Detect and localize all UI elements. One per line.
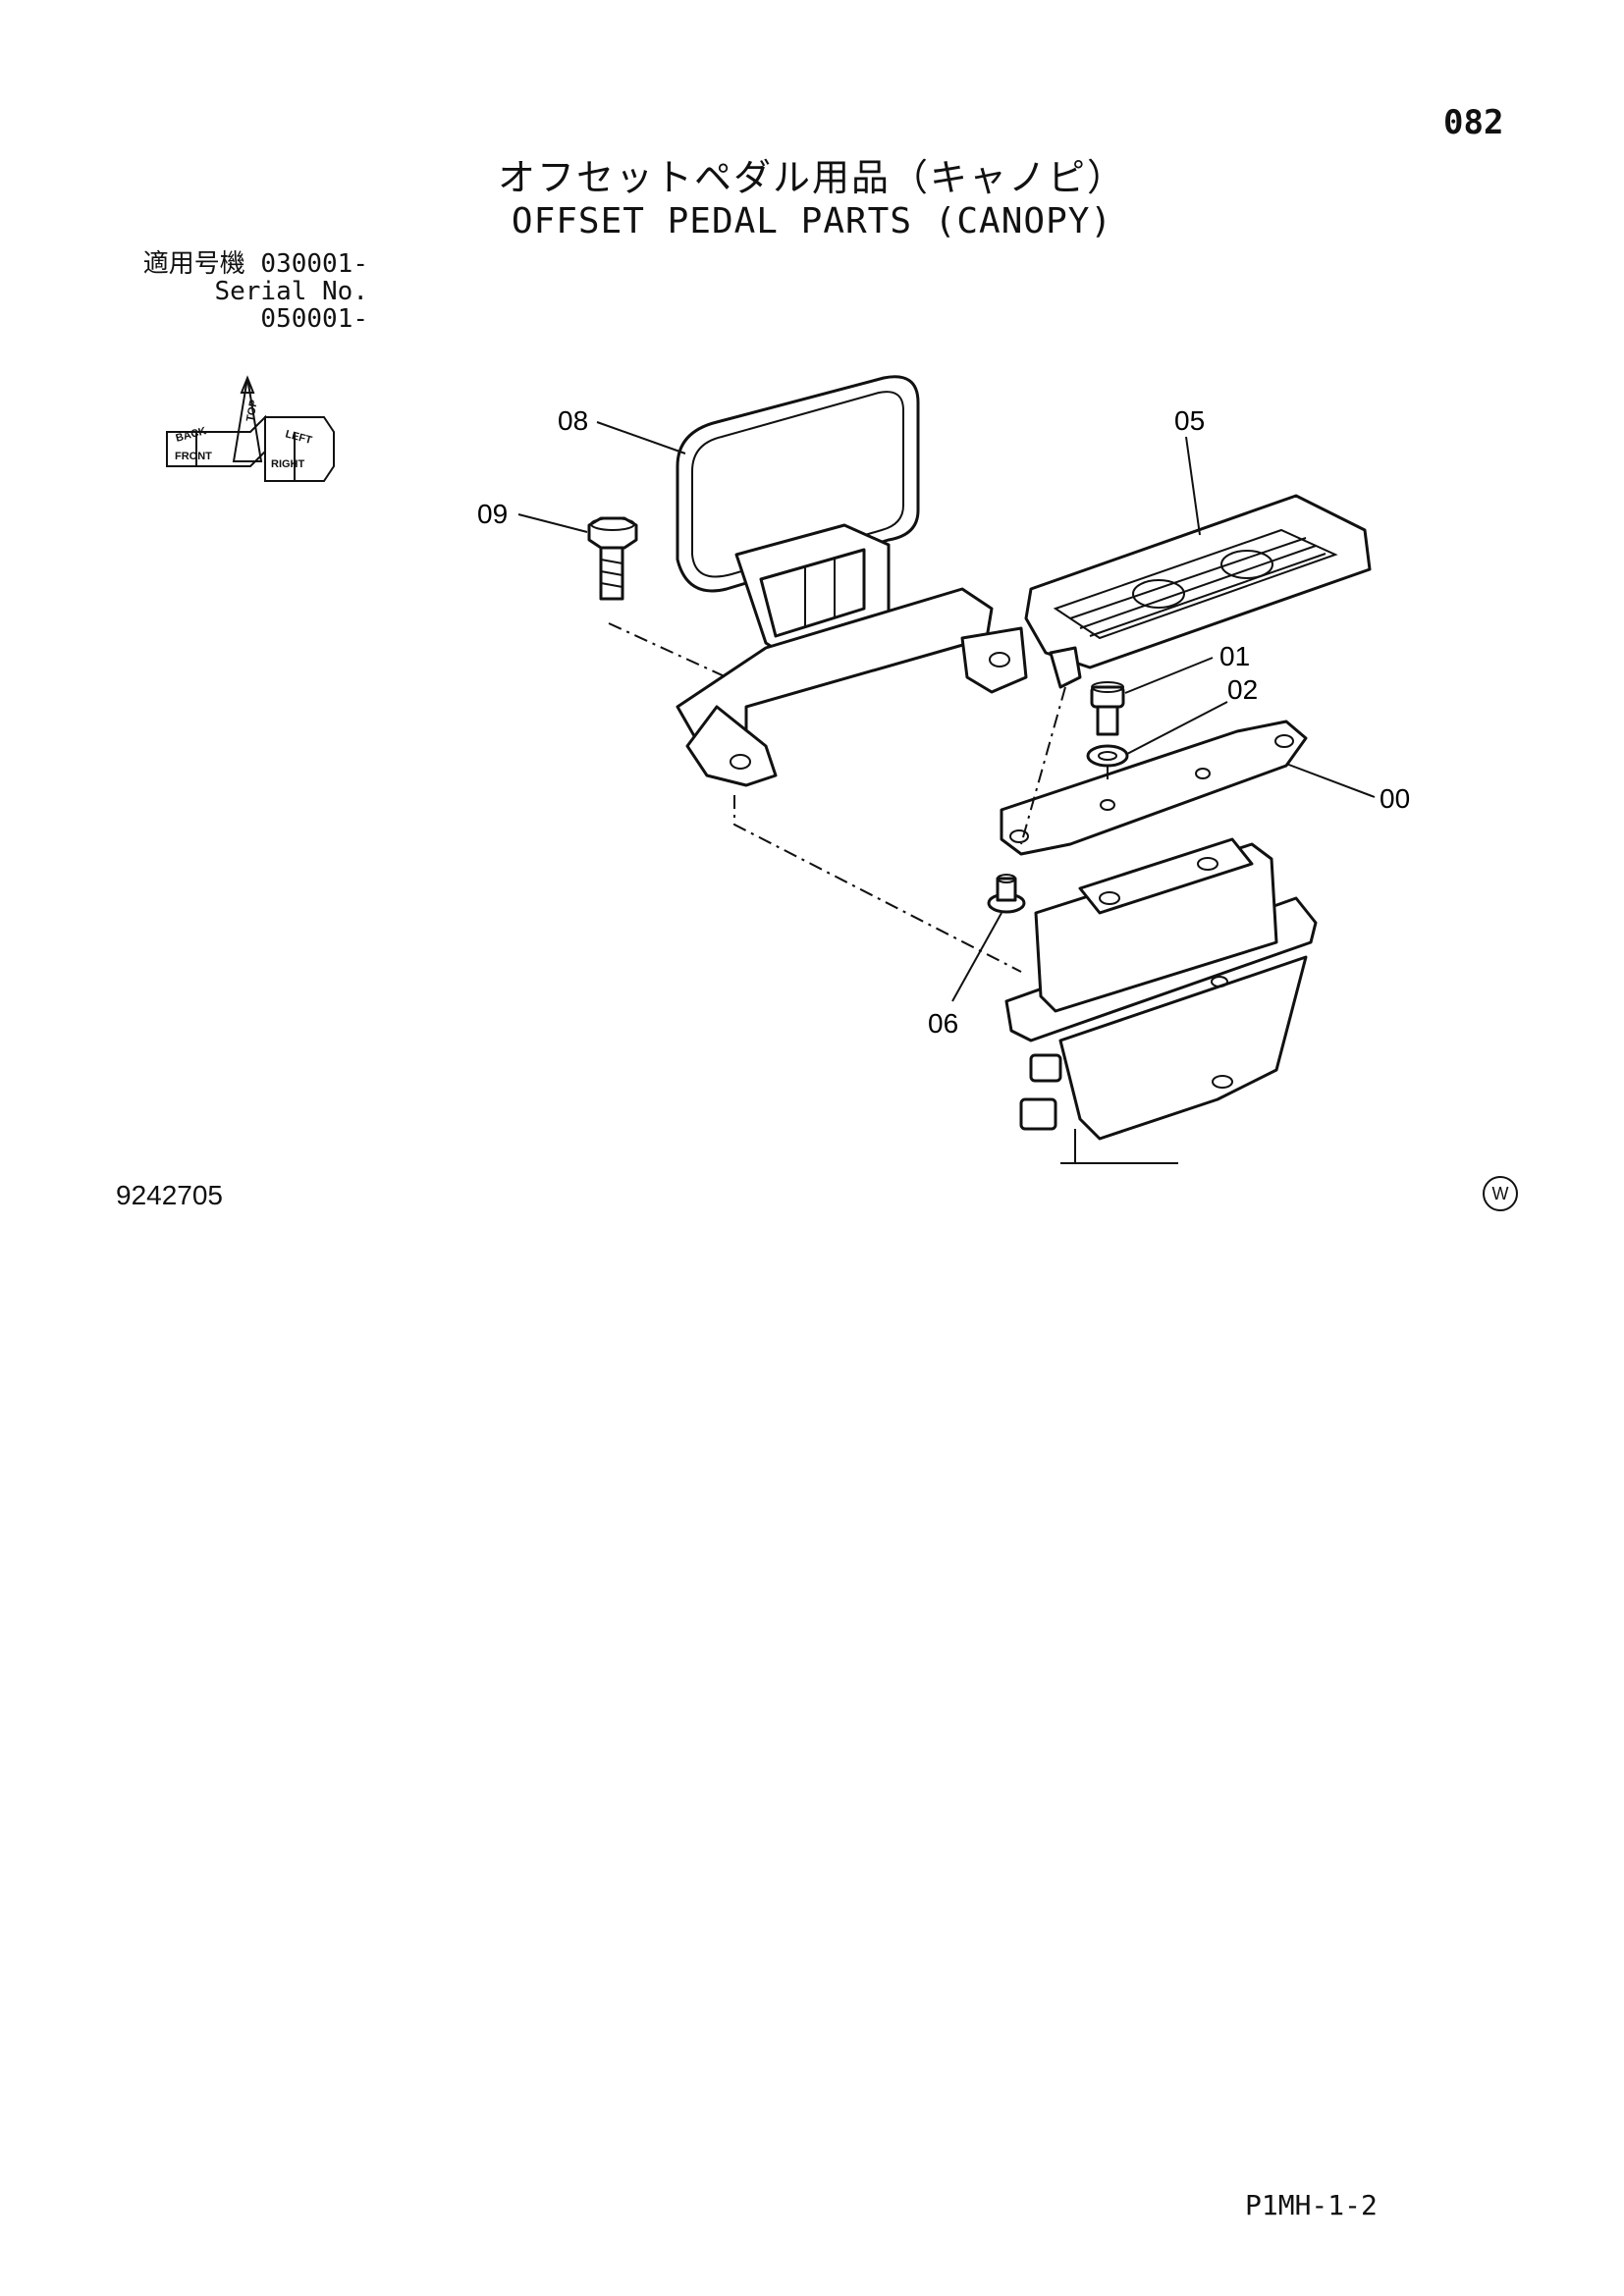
document-code: 9242705 — [116, 1180, 224, 1210]
callout-00: 00 — [1380, 783, 1410, 814]
title-english: OFFSET PEDAL PARTS (CANOPY) — [511, 201, 1113, 241]
assembly-line-bolt — [608, 622, 728, 678]
leader-01 — [1124, 657, 1214, 694]
part-08-footrest — [676, 375, 1028, 787]
assembly-line-pedal — [1020, 686, 1066, 845]
callout-09: 09 — [477, 499, 508, 529]
serial-line-english: Serial No. 050001- — [214, 277, 368, 334]
leader-06 — [951, 912, 1002, 1002]
part-09-bolt — [587, 516, 638, 601]
orientation-front-label: FRONT — [175, 451, 212, 462]
leader-02 — [1126, 701, 1228, 755]
callout-02: 02 — [1227, 674, 1258, 705]
orientation-back-label: BACK — [175, 425, 208, 445]
valve-body — [1004, 837, 1318, 1164]
part-05-pedal — [1024, 494, 1372, 689]
part-00-plate — [1000, 720, 1308, 856]
leader-00 — [1285, 763, 1376, 798]
callout-05: 05 — [1174, 405, 1205, 436]
part-02-washer — [1086, 744, 1129, 768]
leader-08 — [596, 421, 686, 454]
leader-09 — [517, 513, 588, 533]
part-06-nipple — [987, 874, 1026, 914]
callout-01: 01 — [1219, 641, 1250, 671]
assembly-line-bracket — [733, 795, 1022, 973]
leader-05 — [1185, 436, 1201, 536]
title-japanese: オフセットペダル用品（キャノピ） — [497, 156, 1126, 199]
page-number: 082 — [1443, 103, 1504, 142]
orientation-cube-icon: FRONT RIGHT TOP BACK LEFT — [166, 375, 335, 482]
orientation-right-label: RIGHT — [271, 458, 305, 470]
callout-08: 08 — [558, 405, 588, 436]
serial-line-japanese: 適用号機 030001- — [142, 249, 368, 279]
orientation-left-label: LEFT — [284, 428, 313, 447]
circled-w-mark: W — [1483, 1176, 1518, 1211]
part-01-screw — [1090, 681, 1125, 736]
callout-06: 06 — [928, 1008, 958, 1039]
parts-diagram: FRONT RIGHT TOP BACK LEFT — [166, 375, 1410, 1164]
footer-code: P1MH-1-2 — [1245, 2189, 1378, 2221]
orientation-top-label: TOP — [244, 399, 260, 422]
serial-range: 適用号機 030001- Serial No. 050001- — [113, 250, 368, 333]
